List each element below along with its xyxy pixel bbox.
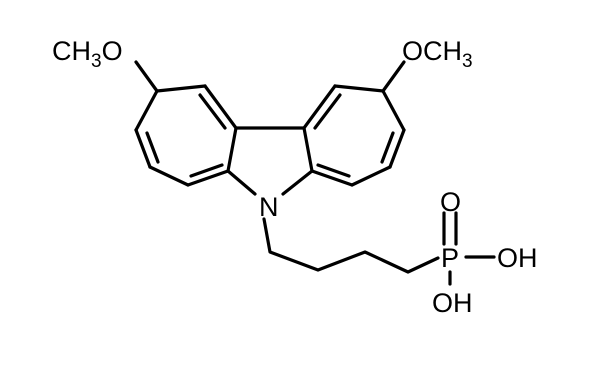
methoxy-left-label: CH3O <box>52 36 123 72</box>
left-methoxy-bond <box>134 60 159 93</box>
right-benzene-ring <box>302 84 406 187</box>
oxo-oxygen-label: O <box>440 187 461 217</box>
methoxy-right-label: OCH3 <box>402 36 473 72</box>
right-methoxy-bond <box>381 60 406 93</box>
hydroxy-bottom-label: OH <box>432 288 473 318</box>
butyl-chain <box>262 217 440 274</box>
phosphorus-label: P <box>441 243 459 273</box>
phosphonic-acid-bonds <box>442 211 496 286</box>
left-benzene-ring <box>134 84 238 187</box>
pyrrole-ring-bonds <box>226 126 314 196</box>
nitrogen-label: N <box>259 192 279 222</box>
hydroxy-right-label: OH <box>497 243 538 273</box>
